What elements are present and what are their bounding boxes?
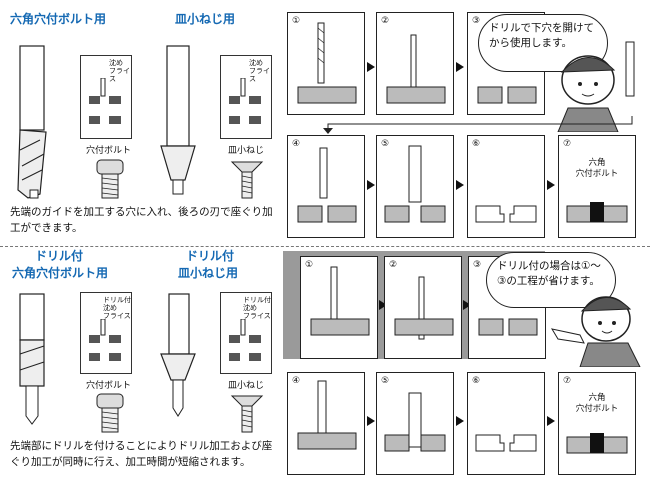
countersink-tool-illustration <box>160 45 196 195</box>
panel-number: ④ <box>292 376 301 386</box>
panel-number: ⑥ <box>472 376 481 386</box>
inset-drill-counterbore: ドリル付 沈め フライス <box>80 292 132 374</box>
process-panel-b7: ⑦ 六角 穴付ボルト <box>558 372 636 475</box>
panel-number: ③ <box>473 260 482 270</box>
inset-counterbore-hex: 沈め フライス <box>80 55 132 139</box>
inset-drill-countersink: ドリル付 沈め フライス <box>220 292 272 374</box>
worker-mascot-pointing-icon <box>550 296 641 367</box>
panel-number: ③ <box>472 16 481 26</box>
panel-number: ④ <box>292 139 301 149</box>
hex-bolt-icon <box>96 393 124 433</box>
caption-hex-bolt: 穴付ボルト <box>86 146 132 156</box>
panel-number: ② <box>389 260 398 270</box>
section-divider <box>0 246 650 247</box>
process-panel-b5: ⑤ <box>376 372 454 475</box>
connector-line <box>323 116 633 134</box>
inset-label: 沈め フライス <box>109 59 130 83</box>
countersunk-screw-icon <box>230 161 264 199</box>
panel-number: ⑤ <box>381 139 390 149</box>
process-panel-b6: ⑥ <box>467 372 545 475</box>
arrow-icon <box>456 416 464 426</box>
panel-number: ② <box>381 16 390 26</box>
caption-hex-bolt-2: 穴付ボルト <box>86 381 132 391</box>
title-countersunk: 皿小ねじ用 <box>175 12 236 26</box>
panel-7-label: 六角 穴付ボルト <box>575 158 619 179</box>
arrow-icon <box>456 180 464 190</box>
drill-countersink-tool-illustration <box>160 293 196 417</box>
caption-countersunk-2: 皿小ねじ <box>228 381 265 391</box>
title-drill-csk-2: 皿小ねじ用 <box>178 266 239 280</box>
hex-bolt-icon <box>96 159 124 199</box>
inset-label: ドリル付 沈め フライス <box>103 296 131 320</box>
arrow-icon <box>547 416 555 426</box>
process-panel-1: ① <box>287 12 365 115</box>
process-panel-2: ② <box>376 12 454 115</box>
worker-mascot-icon <box>557 41 635 132</box>
title-drill-csk-1: ドリル付 <box>186 249 235 263</box>
title-drill-hex-2: 六角穴付ボルト用 <box>12 266 109 280</box>
inset-countersink: 沈め フライス <box>220 55 272 139</box>
panel-7-label: 六角 穴付ボルト <box>575 393 619 414</box>
process-panel-6: ⑥ <box>467 135 545 238</box>
speech-bubble: ドリル付の場合は①～③の工程が省けます。 <box>486 252 616 308</box>
process-panel-b2: ② <box>384 256 462 359</box>
caption-countersunk: 皿小ねじ <box>228 146 265 156</box>
title-hex-bolt: 六角穴付ボルト用 <box>10 12 107 26</box>
process-panel-7: ⑦ 六角 穴付ボルト <box>558 135 636 238</box>
arrow-icon <box>367 180 375 190</box>
counterbore-tool-illustration <box>17 45 47 199</box>
process-panel-b4: ④ <box>287 372 365 475</box>
arrow-icon <box>463 300 471 310</box>
arrow-icon <box>547 180 555 190</box>
panel-number: ⑦ <box>563 376 572 386</box>
inset-label: 沈め フライス <box>249 59 270 83</box>
arrow-icon <box>456 62 464 72</box>
countersunk-screw-icon <box>230 395 264 433</box>
panel-number: ⑥ <box>472 139 481 149</box>
drill-counterbore-tool-illustration <box>19 293 45 425</box>
panel-number: ⑤ <box>381 376 390 386</box>
arrow-icon <box>367 416 375 426</box>
process-panel-b1: ① <box>300 256 378 359</box>
process-panel-4: ④ <box>287 135 365 238</box>
description-drill: 先端部にドリルを付けることによりドリル加工および座ぐり加工が同時に行え、加工時間… <box>10 440 273 468</box>
arrow-icon <box>367 62 375 72</box>
description-counterbore: 先端のガイドを加工する穴に入れ、後ろの刃で座ぐり加工ができます。 <box>10 206 273 234</box>
panel-number: ⑦ <box>563 139 572 149</box>
panel-number: ① <box>292 16 301 26</box>
title-drill-hex-1: ドリル付 <box>35 249 84 263</box>
arrow-icon <box>379 300 387 310</box>
inset-label: ドリル付 沈め フライス <box>243 296 271 320</box>
panel-number: ① <box>305 260 314 270</box>
process-panel-5: ⑤ <box>376 135 454 238</box>
